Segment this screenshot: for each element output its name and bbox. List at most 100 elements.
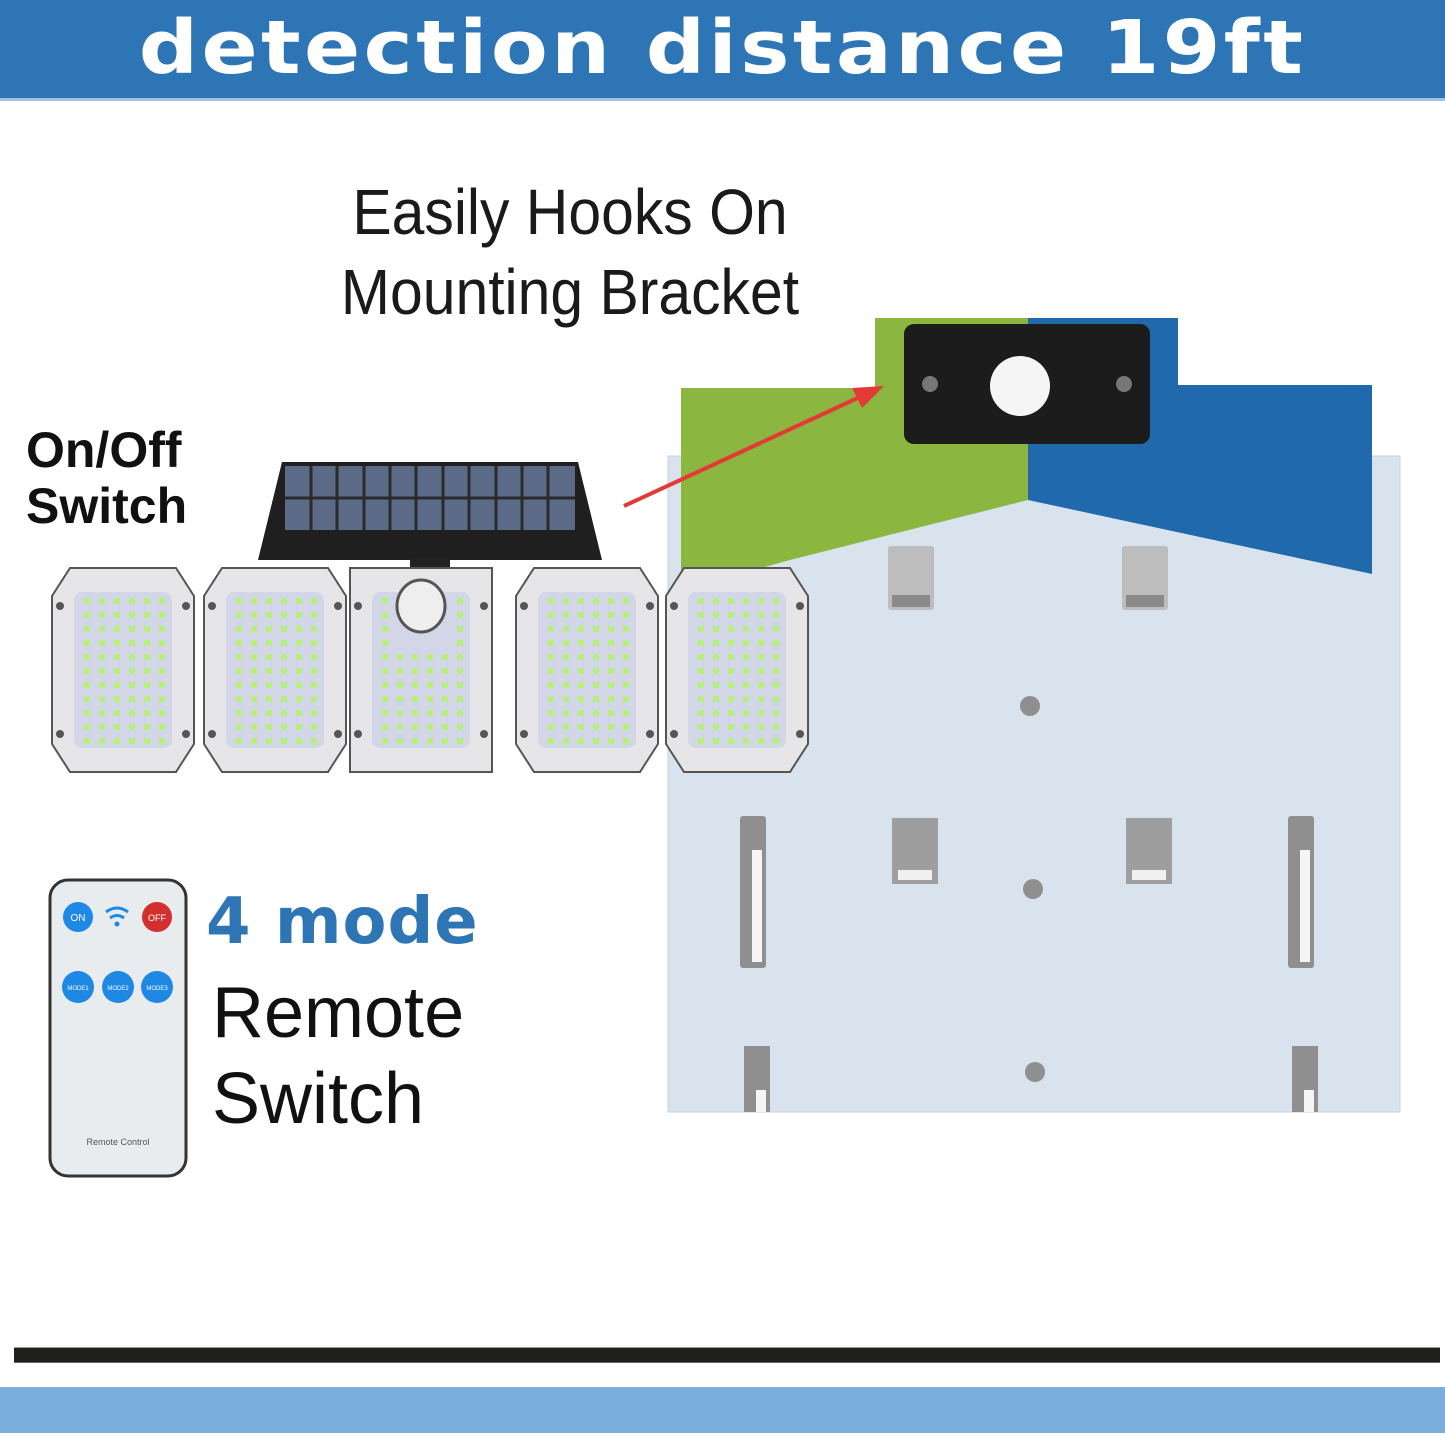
led-dot <box>563 626 569 632</box>
led-dot <box>281 598 287 604</box>
led-dot <box>114 612 120 618</box>
led-dot <box>623 682 629 688</box>
light-panel <box>665 567 809 773</box>
led-dot <box>296 598 302 604</box>
led-dot <box>713 738 719 744</box>
led-dot <box>442 682 448 688</box>
led-dot <box>457 640 463 646</box>
led-dot <box>296 724 302 730</box>
led-dot <box>236 724 242 730</box>
led-dot <box>728 682 734 688</box>
led-dot <box>728 710 734 716</box>
led-dot <box>382 696 388 702</box>
led-dot <box>144 738 150 744</box>
led-dot <box>563 738 569 744</box>
led-dot <box>281 682 287 688</box>
led-dot <box>713 682 719 688</box>
screw-icon <box>208 730 216 738</box>
led-dot <box>427 696 433 702</box>
remote-caption: Remote Control <box>86 1137 149 1147</box>
led-dot <box>382 612 388 618</box>
led-dot <box>698 738 704 744</box>
screw-icon <box>646 730 654 738</box>
headline-line1: Easily Hooks On <box>352 176 788 248</box>
remote-control[interactable]: ON OFF MODE1 MODE2 MODE3 Remote Control <box>48 878 188 1178</box>
led-dot <box>698 640 704 646</box>
led-dot <box>144 598 150 604</box>
led-dot <box>743 696 749 702</box>
screw-icon <box>480 730 488 738</box>
screw-icon <box>354 602 362 610</box>
led-dot <box>548 682 554 688</box>
led-dot <box>698 654 704 660</box>
led-dot <box>382 598 388 604</box>
led-dot <box>99 654 105 660</box>
led-dot <box>548 738 554 744</box>
led-dot <box>758 668 764 674</box>
led-dot <box>578 696 584 702</box>
led-dot <box>236 738 242 744</box>
led-dot <box>266 682 272 688</box>
led-dot <box>251 738 257 744</box>
led-dot <box>593 640 599 646</box>
wifi-dot <box>114 921 120 927</box>
led-dot <box>144 724 150 730</box>
led-dot <box>758 612 764 618</box>
led-dot <box>296 626 302 632</box>
led-dot <box>713 612 719 618</box>
led-dot <box>159 612 165 618</box>
screw-icon <box>56 730 64 738</box>
motion-sensor-icon <box>395 578 447 634</box>
light-panel <box>349 567 493 773</box>
led-dot <box>412 710 418 716</box>
led-dot <box>99 598 105 604</box>
led-dot <box>773 724 779 730</box>
led-dot <box>442 668 448 674</box>
led-dot <box>129 612 135 618</box>
banner-title: detection distance 19ft <box>138 5 1307 91</box>
led-dot <box>593 682 599 688</box>
led-dot <box>159 626 165 632</box>
led-dot <box>159 598 165 604</box>
remote-callout-line1: Remote <box>212 973 465 1053</box>
bracket-hooks <box>740 546 1318 1112</box>
led-dot <box>548 598 554 604</box>
switch-callout-line1: On/Off <box>26 422 182 478</box>
led-dot <box>608 710 614 716</box>
led-dot <box>251 612 257 618</box>
led-dot <box>251 710 257 716</box>
light-panel <box>515 567 659 773</box>
led-dot <box>144 668 150 674</box>
led-dot <box>457 668 463 674</box>
led-dot <box>773 710 779 716</box>
led-dot <box>578 612 584 618</box>
led-dot <box>548 696 554 702</box>
led-dot <box>773 682 779 688</box>
led-dot <box>593 598 599 604</box>
led-dot <box>758 640 764 646</box>
wifi-icon <box>105 906 129 920</box>
led-dot <box>296 696 302 702</box>
led-dot <box>773 640 779 646</box>
led-dot <box>296 654 302 660</box>
led-dot <box>608 598 614 604</box>
led-dot <box>442 696 448 702</box>
led-dot <box>412 696 418 702</box>
led-dot <box>251 682 257 688</box>
led-dot <box>114 710 120 716</box>
led-dot <box>608 682 614 688</box>
led-dot <box>251 724 257 730</box>
led-dot <box>623 738 629 744</box>
led-dot <box>608 738 614 744</box>
remote-mode1-button <box>62 971 94 1003</box>
led-dot <box>114 640 120 646</box>
led-dot <box>281 738 287 744</box>
led-dot <box>281 612 287 618</box>
led-dot <box>578 668 584 674</box>
led-dot <box>728 598 734 604</box>
light-panel <box>203 567 347 773</box>
led-dot <box>397 654 403 660</box>
led-dot <box>311 682 317 688</box>
led-dot <box>397 710 403 716</box>
led-dot <box>144 612 150 618</box>
